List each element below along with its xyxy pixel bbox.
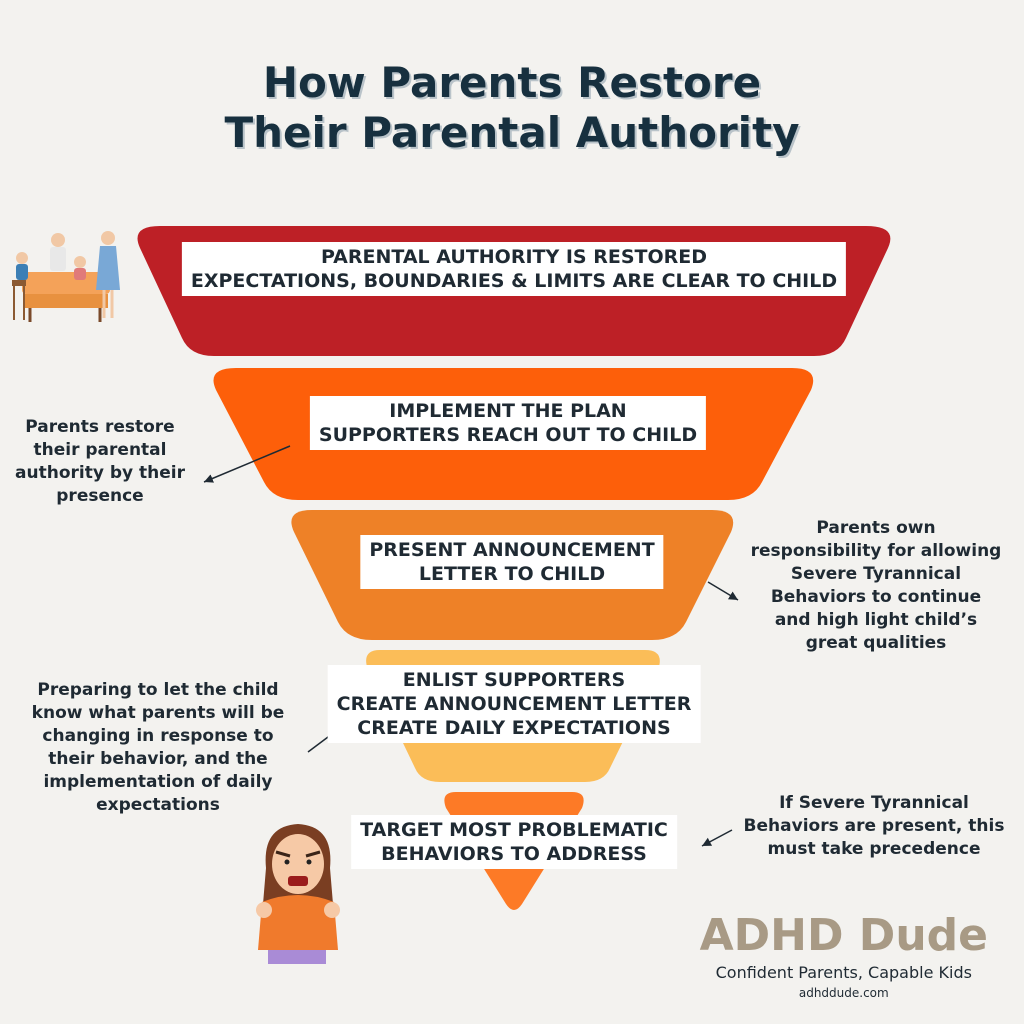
level-1-line-2: EXPECTATIONS, BOUNDARIES & LIMITS ARE CL… <box>190 270 838 292</box>
brand-url[interactable]: adhddude.com <box>798 986 889 1000</box>
note-line: great qualities <box>805 633 947 653</box>
note-line: presence <box>56 486 144 506</box>
note-line: and high light child’s <box>774 610 978 630</box>
note-own-responsibility: Parents own responsibility for allowing … <box>751 517 1002 655</box>
level-4-line-2: CREATE ANNOUNCEMENT LETTER <box>336 693 692 715</box>
note-preparing: Preparing to let the child know what par… <box>32 679 285 817</box>
level-5-line-1: TARGET MOST PROBLEMATIC <box>360 819 668 841</box>
level-5-label: TARGET MOST PROBLEMATIC BEHAVIORS TO ADD… <box>351 815 677 869</box>
level-4-label: ENLIST SUPPORTERS CREATE ANNOUNCEMENT LE… <box>327 665 701 743</box>
note-line: Parents own <box>816 518 936 538</box>
level-5-line-2: BEHAVIORS TO ADDRESS <box>381 843 647 865</box>
arrow-own-responsibility <box>707 581 739 601</box>
note-line: Parents restore <box>25 417 175 437</box>
level-2-line-1: IMPLEMENT THE PLAN <box>389 400 627 422</box>
brand-name: ADHD Dude <box>699 910 988 961</box>
page-title: How Parents Restore Their Parental Autho… <box>0 58 1024 158</box>
level-2-line-2: SUPPORTERS REACH OUT TO CHILD <box>318 424 698 446</box>
note-line: implementation of daily <box>43 772 273 792</box>
note-line: If Severe Tyrannical <box>779 793 969 813</box>
title-line-2: Their Parental Authority <box>224 108 800 157</box>
level-3-line-1: PRESENT ANNOUNCEMENT <box>369 539 655 561</box>
note-line: their behavior, and the <box>48 749 268 769</box>
level-1-label: PARENTAL AUTHORITY IS RESTORED EXPECTATI… <box>181 242 847 296</box>
note-line: authority by their <box>15 463 185 483</box>
note-line: Behaviors to continue <box>770 587 982 607</box>
level-4-line-1: ENLIST SUPPORTERS <box>402 669 626 691</box>
brand-tagline: Confident Parents, Capable Kids <box>715 963 972 982</box>
note-line: changing in response to <box>42 726 274 746</box>
note-line: Severe Tyrannical <box>790 564 962 584</box>
note-line: Preparing to let the child <box>37 680 279 700</box>
family-dinner-illustration <box>12 231 120 322</box>
level-4-line-3: CREATE DAILY EXPECTATIONS <box>357 717 671 739</box>
arrow-precedence <box>701 829 733 847</box>
arrow-authority-presence <box>203 445 291 483</box>
note-line: Behaviors are present, this <box>743 816 1005 836</box>
level-2-label: IMPLEMENT THE PLAN SUPPORTERS REACH OUT … <box>309 396 707 450</box>
note-precedence: If Severe Tyrannical Behaviors are prese… <box>744 792 1005 861</box>
note-line: must take precedence <box>767 839 981 859</box>
note-line: know what parents will be <box>31 703 285 723</box>
note-authority-presence: Parents restore their parental authority… <box>15 416 185 508</box>
level-3-label: PRESENT ANNOUNCEMENT LETTER TO CHILD <box>360 535 664 589</box>
level-1-line-1: PARENTAL AUTHORITY IS RESTORED <box>320 246 708 268</box>
note-line: expectations <box>96 795 220 815</box>
level-3-line-2: LETTER TO CHILD <box>418 563 606 585</box>
angry-girl-illustration <box>256 824 340 964</box>
note-line: their parental <box>33 440 167 460</box>
brand-block: ADHD Dude Confident Parents, Capable Kid… <box>700 910 988 1002</box>
title-line-1: How Parents Restore <box>262 58 762 107</box>
note-line: responsibility for allowing <box>750 541 1002 561</box>
